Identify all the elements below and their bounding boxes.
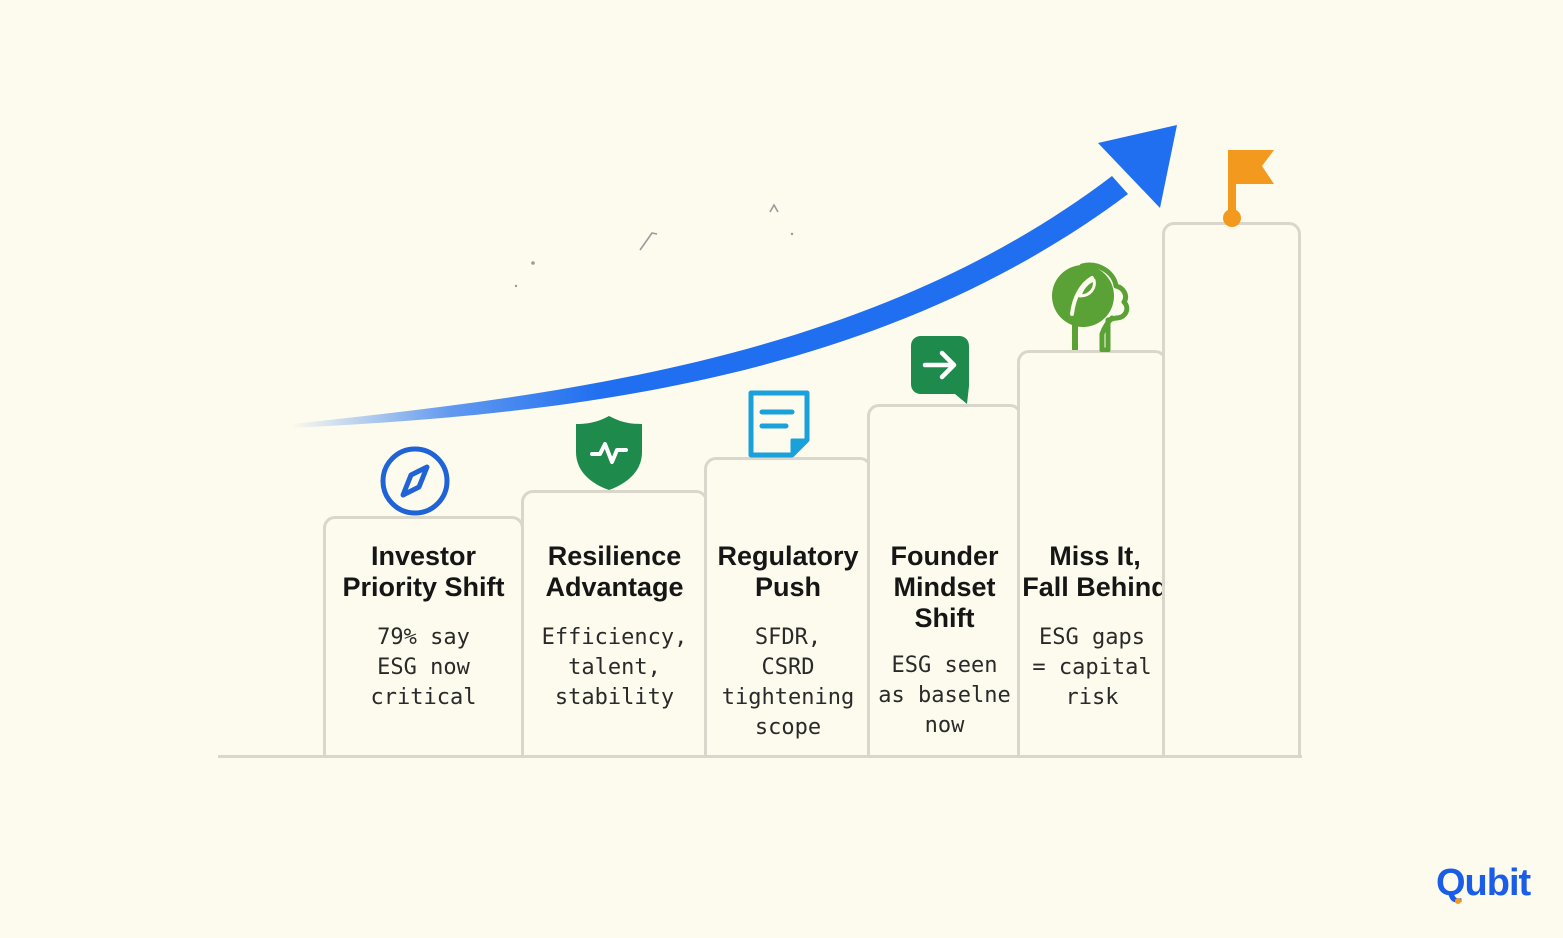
ground-line (218, 755, 1302, 758)
trend-arrow-icon (292, 125, 1177, 428)
step-description: 79% say ESG now critical (370, 625, 477, 710)
step-description: ESG gaps = capital risk (1032, 625, 1152, 710)
step-title: Regulatory Push (717, 541, 859, 602)
step-title: Miss It, Fall Behind (1022, 541, 1168, 602)
step-title: Resilience Advantage (545, 541, 684, 602)
step-description: Efficiency, talent, stability (541, 625, 688, 710)
step-founder-mindset-shift: Founder Mindset Shift ESG seen as baseln… (867, 404, 1022, 756)
sparkle-marks (514, 203, 794, 288)
step-investor-priority-shift: Investor Priority Shift 79% say ESG now … (323, 516, 524, 756)
step-title: Investor Priority Shift (342, 541, 505, 602)
brand-logo: Qubit (1436, 862, 1531, 905)
shield-pulse-icon (576, 416, 642, 490)
arrow-bubble-icon (911, 336, 969, 404)
step-miss-it-fall-behind: Miss It, Fall Behind ESG gaps = capital … (1017, 350, 1168, 756)
compass-icon (380, 446, 450, 516)
document-icon (748, 390, 810, 458)
step-regulatory-push: Regulatory Push SFDR, CSRD tightening sc… (704, 457, 872, 756)
step-description: ESG seen as baselne now (878, 653, 1011, 738)
step-description: SFDR, CSRD tightening scope (721, 625, 855, 740)
flag-icon (1223, 150, 1274, 227)
brand-name: Qubit (1436, 862, 1531, 904)
step-title: Founder Mindset Shift (890, 541, 999, 633)
brand-dot (1455, 898, 1461, 904)
step-summit (1162, 222, 1301, 756)
leaf-head-icon (1052, 262, 1130, 352)
step-resilience-advantage: Resilience Advantage Efficiency, talent,… (521, 490, 708, 756)
